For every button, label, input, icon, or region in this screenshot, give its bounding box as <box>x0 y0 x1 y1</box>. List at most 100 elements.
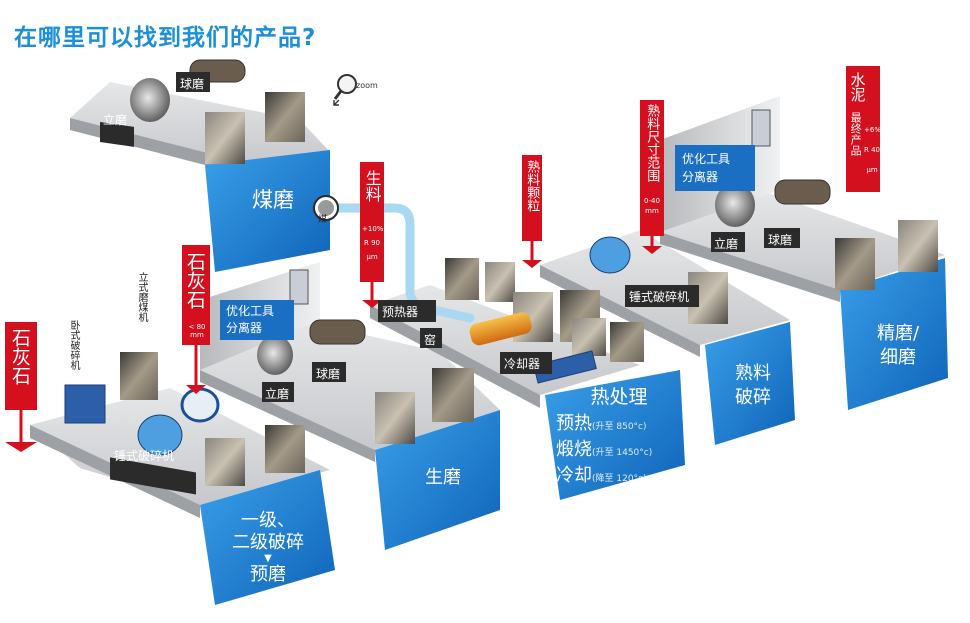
flag-cement-label: 水泥 <box>848 72 867 102</box>
stage-crush-line1: 一级、 <box>241 510 295 531</box>
photo-heat-2 <box>485 262 515 302</box>
kiln-icon <box>469 312 532 346</box>
plate-hammer1 <box>110 457 196 495</box>
flag-cement-spec3: μm <box>866 166 878 174</box>
raw-vertical-label: 立磨 <box>265 387 290 401</box>
flag-raw-material-spec: +10% R 90 μm <box>362 222 383 264</box>
photo-heat-6 <box>610 322 644 362</box>
stage-panel-heat[interactable] <box>545 370 685 500</box>
photo-heat-5 <box>572 318 606 356</box>
raw-ball-mill-icon <box>309 319 366 345</box>
raw-vertical-mill-icon <box>257 335 293 375</box>
flag-clinker-granule <box>522 155 542 268</box>
finish-separator-icon <box>751 109 771 147</box>
stage-panel-clinker[interactable] <box>705 322 795 445</box>
flag-clinker-size <box>640 100 664 254</box>
flag-raw-spec3: μm <box>366 253 378 261</box>
flag-cement-spec1: +6% <box>864 126 881 134</box>
plate-raw-vertical <box>262 382 294 402</box>
plate-cooler <box>500 352 552 374</box>
raw-optimizer-line2: 分离器 <box>226 321 263 335</box>
flag-cement <box>846 66 880 192</box>
flag-limestone-mid-size: < 80 mm <box>188 323 206 339</box>
stage-clinker-label: 熟料 破碎 <box>722 362 784 410</box>
finish-ball-label: 球磨 <box>768 233 793 247</box>
flag-limestone-mid <box>182 245 210 394</box>
cooler-label: 冷却器 <box>504 357 541 371</box>
raw-ball-label: 球磨 <box>316 367 341 381</box>
vertical-coal-mill-icon <box>180 387 220 423</box>
flag-raw-material <box>360 162 384 308</box>
stage-crush-line3: 预磨 <box>250 564 286 585</box>
plate-finish-ball <box>764 228 800 248</box>
stage-panel-crush[interactable] <box>200 470 335 605</box>
photo-crush-2 <box>205 438 245 486</box>
vertical-coal-mill-label: 立式磨煤机 <box>136 272 147 322</box>
stage-heat-cool-row: 冷却(降至 120°c) <box>556 461 682 487</box>
plate-preheater <box>378 300 436 322</box>
photo-raw-1 <box>375 392 415 444</box>
plate-finish-optimizer <box>675 145 755 191</box>
stage-finish-line2: 细磨 <box>880 347 916 368</box>
page-title: 在哪里可以找到我们的产品? <box>14 25 317 51</box>
flag-cement-spec2: R 40 <box>864 146 880 154</box>
stage-heat-preheat-row: 预热(升至 850°c) <box>556 409 682 435</box>
kiln-label: 窑 <box>424 333 437 347</box>
plate-raw-ball <box>312 362 346 382</box>
stage-panel-coal[interactable] <box>205 150 330 272</box>
stage-heat-preheat: 预热 <box>556 413 592 434</box>
raw-optimizer-label: 优化工具 分离器 <box>226 303 274 337</box>
heat-platform-edge <box>370 305 540 408</box>
horizontal-crusher-label: 卧式破碎机 <box>68 320 79 370</box>
flag-limestone-left-label: 石灰石 <box>8 328 31 385</box>
stage-heat-cool: 冷却 <box>556 465 592 486</box>
flag-clinker-granule-label: 熟料颗粒 <box>524 160 540 212</box>
photo-finish-1 <box>835 238 875 290</box>
finish-optimizer-line1: 优化工具 <box>682 152 731 166</box>
flag-limestone-mid-label: 石灰石 <box>183 252 206 309</box>
zoom-button[interactable]: zoom <box>333 73 383 111</box>
flag-cement-final: 最终产品 <box>849 112 863 156</box>
finish-optimizer-line2: 分离器 <box>682 170 719 184</box>
stage-panel-raw[interactable] <box>375 410 500 550</box>
stage-heat-calcine: 煅烧 <box>556 439 592 460</box>
stage-heat-title: 热处理 <box>590 386 648 408</box>
flag-raw-material-label: 生料 <box>362 170 382 202</box>
photo-crush-3 <box>265 425 305 473</box>
flag-raw-spec2: R 90 <box>364 239 380 247</box>
stage-heat-calcine-note: (升至 1450°c) <box>592 448 653 458</box>
zoom-label: zoom <box>356 81 378 90</box>
plate-raw-optimizer <box>220 300 294 340</box>
stage-finish-label: 精磨/ 细磨 <box>858 322 938 370</box>
coal-vertical-label: 立磨 <box>103 113 128 127</box>
photo-coal-1 <box>205 112 245 164</box>
plate-hammer2 <box>625 285 699 307</box>
coal-vertical-mill-icon <box>130 78 170 122</box>
horizontal-crusher-icon <box>64 384 106 424</box>
clinker-hammer-crusher-icon <box>589 236 631 274</box>
flag-clinker-size-spec: 0-40 mm <box>644 197 660 215</box>
stage-crush-label: 一级、 二级破碎 ▼ 预磨 <box>218 510 318 586</box>
stage-clinker-line1: 熟料 <box>735 363 771 384</box>
stage-heat-calcine-row: 煅烧(升至 1450°c) <box>556 435 682 461</box>
stage-raw-label: 生磨 <box>425 467 461 488</box>
hammer1-label: 锤式破碎机 <box>114 449 175 463</box>
photo-coal-2 <box>265 92 305 142</box>
raw-platform-edge <box>200 370 375 462</box>
stage-heat-preheat-note: (升至 850°c) <box>592 422 647 432</box>
flag-cement-spec: +6% R 40 μm <box>864 120 881 180</box>
hammer-crusher-icon <box>137 414 183 456</box>
stage-clinker-line2: 破碎 <box>735 387 771 408</box>
stage-panel-finish[interactable] <box>840 258 948 410</box>
coal-ball-label: 球磨 <box>180 77 205 91</box>
raw-separator-icon <box>289 269 309 305</box>
photo-crush-1 <box>120 352 158 400</box>
stage-crush-line2: 二级破碎 <box>232 532 304 553</box>
plate-finish-vertical <box>711 232 745 252</box>
photo-raw-2 <box>432 368 474 422</box>
flag-limestone-left <box>5 322 37 452</box>
magnifier-icon <box>333 74 357 106</box>
stage-heat-cool-note: (降至 120°c) <box>592 474 647 484</box>
cooler-icon <box>533 350 597 384</box>
